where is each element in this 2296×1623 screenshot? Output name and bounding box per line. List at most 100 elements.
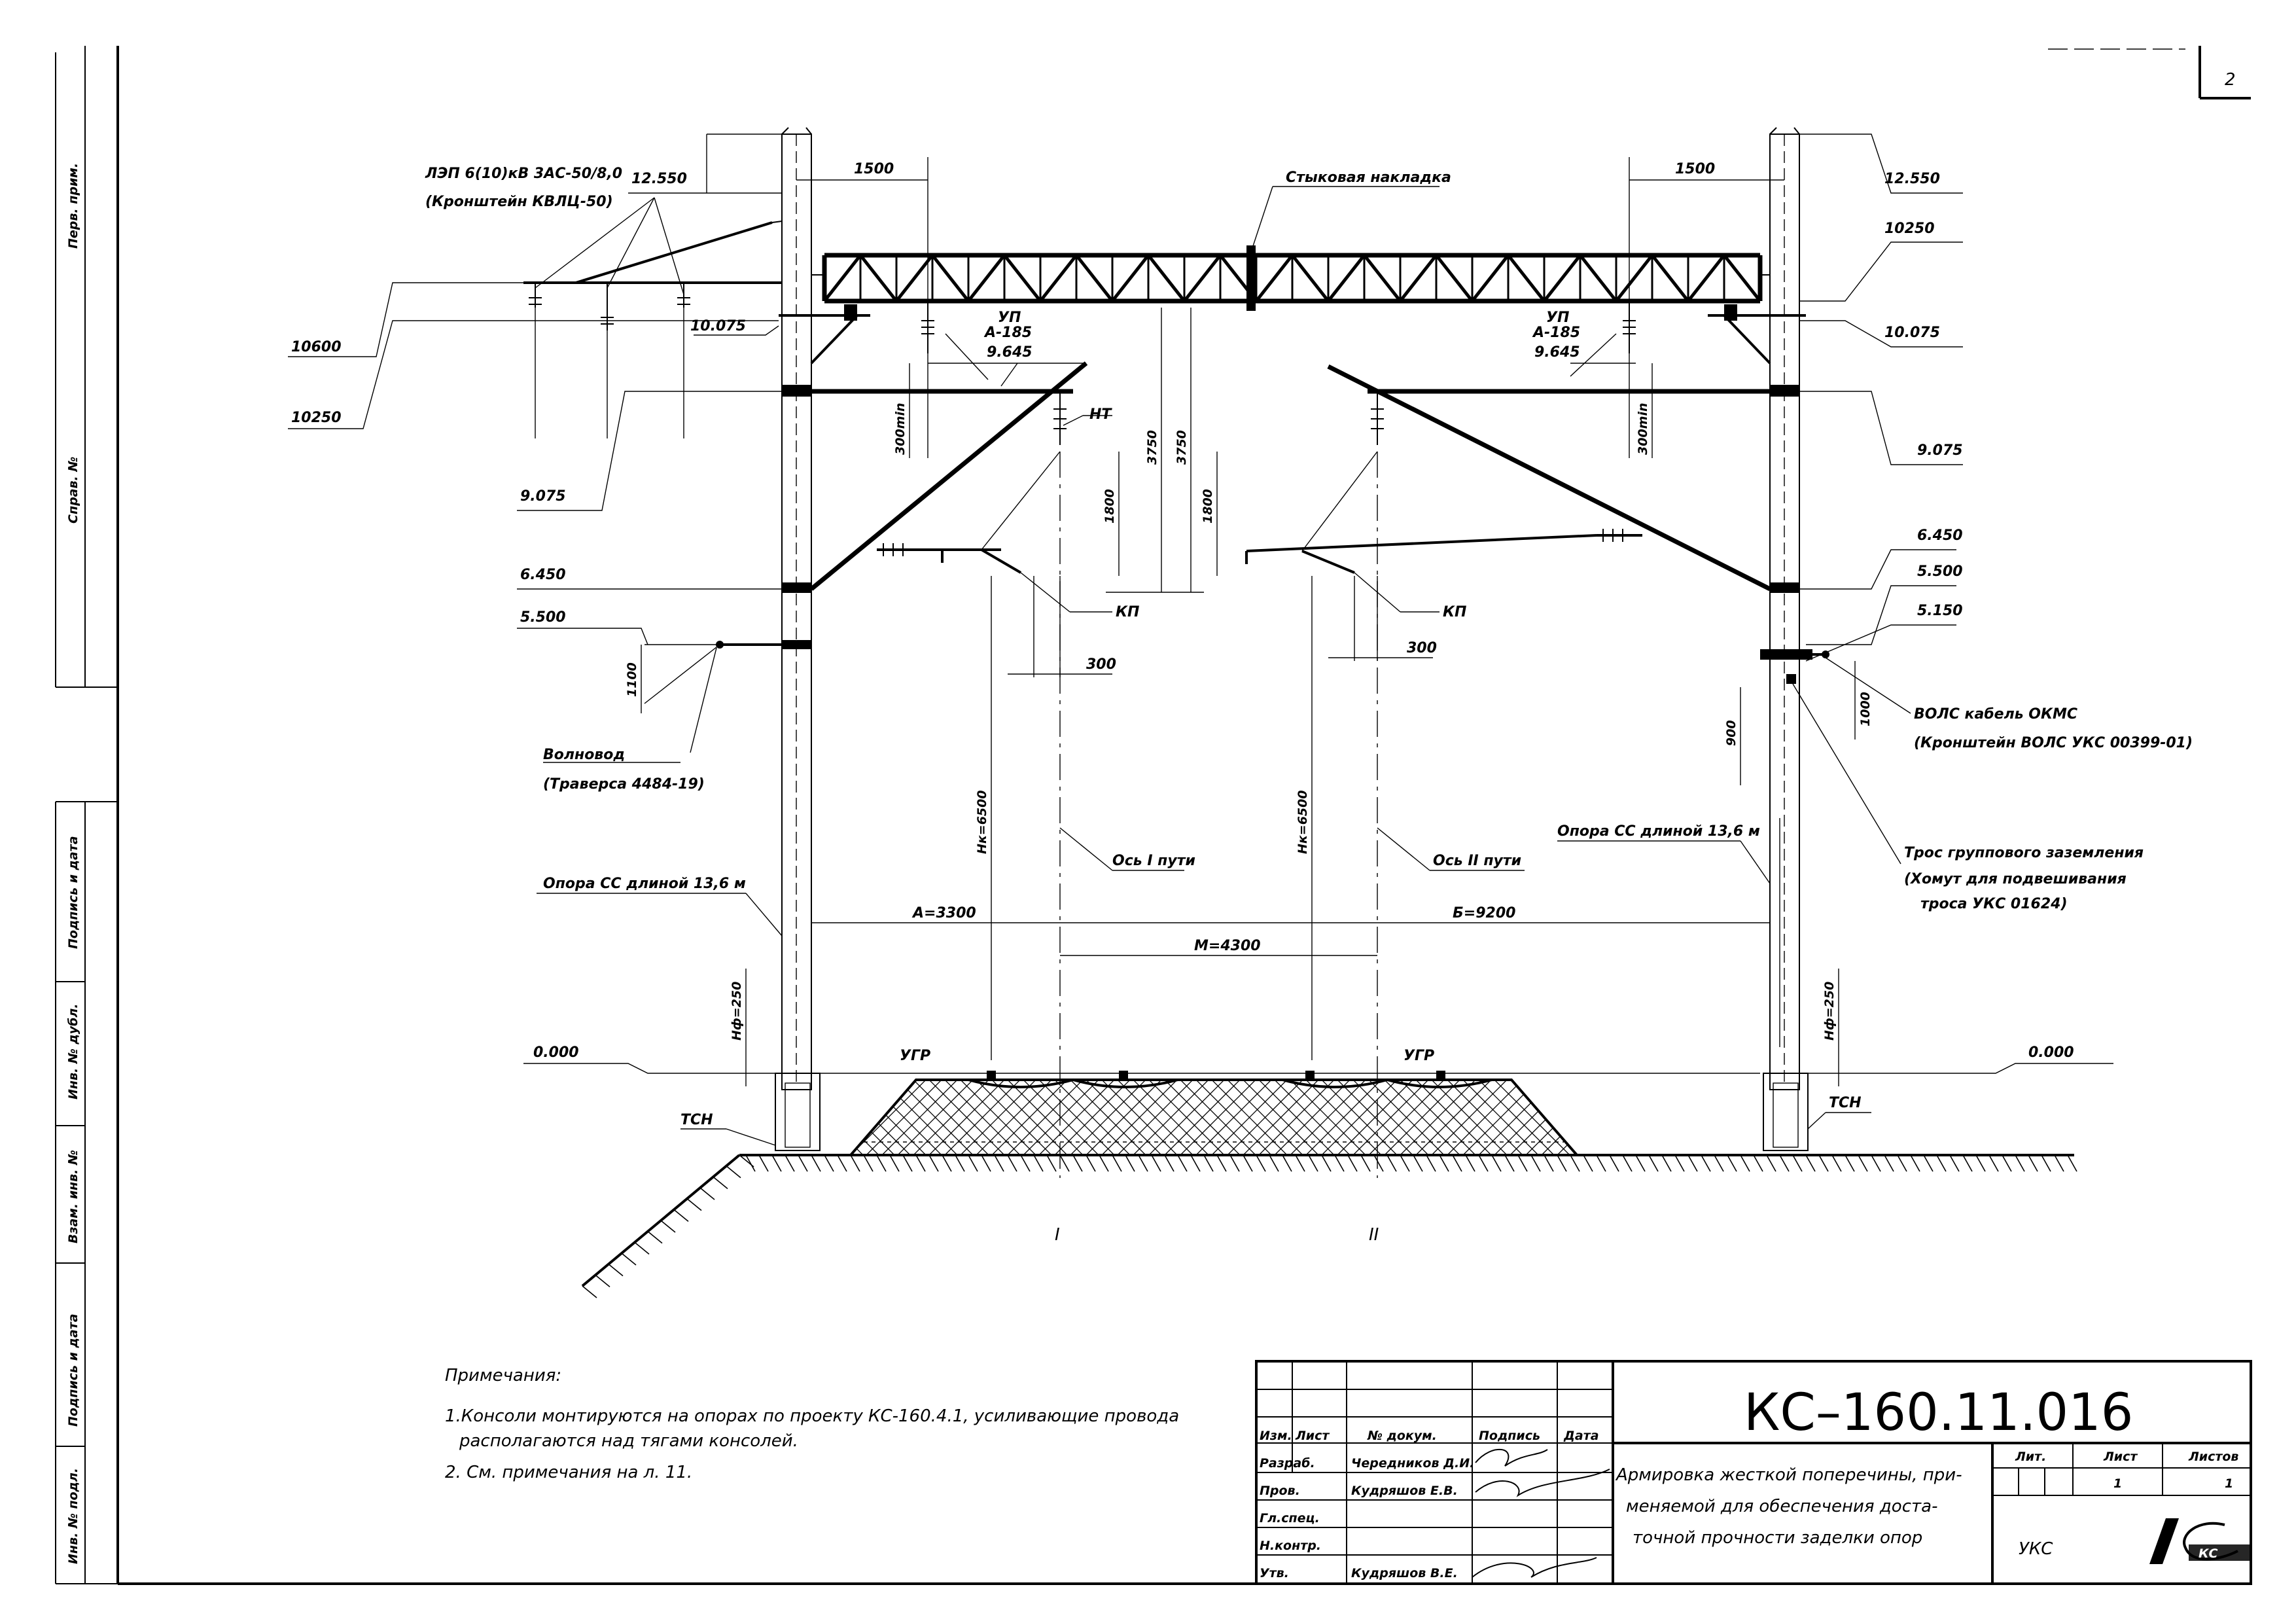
ground-hatch-line — [1020, 1154, 1031, 1172]
ballast-hatch-line — [1290, 1080, 1366, 1155]
elev-9075-right: 9.075 — [1917, 442, 1963, 459]
tb-r-nkontr: Н.контр. — [1260, 1539, 1321, 1553]
dim-hk-right: Нк=6500 — [1296, 790, 1310, 854]
label-a185-right: А-185 — [1532, 325, 1580, 341]
ballast-hatch-line — [1494, 1080, 1570, 1155]
label-joint-plate: Стыковая накладка — [1286, 169, 1451, 186]
ground-hatch-line — [1007, 1154, 1017, 1172]
label-nt: НТ — [1089, 406, 1112, 423]
ballast-hatch-line — [1431, 1080, 1508, 1155]
dim-300-right: 300 — [1407, 640, 1437, 656]
truss-diagonal — [1651, 254, 1689, 302]
label-up-right: УП — [1546, 310, 1569, 326]
slope-hatch-line — [595, 1274, 610, 1287]
ground-hatch-line — [1858, 1154, 1868, 1172]
elevation-labels: 12.550 12.550 10250 10600 10250 10.075 1… — [291, 171, 2074, 1061]
ballast-hatch-line — [1620, 1080, 1695, 1155]
truss-diagonal — [1039, 254, 1078, 302]
ground-hatch-line — [1962, 1154, 1973, 1172]
dim-300min-right: 300min — [1636, 403, 1650, 455]
ground-hatch-line — [2067, 1154, 2077, 1172]
logo-text: КС — [2199, 1546, 2218, 1561]
ballast-hatch-line — [960, 1080, 1036, 1155]
truss-diagonal — [895, 254, 934, 302]
dim-hk-left: Нк=6500 — [975, 790, 989, 854]
slope-hatch-line — [686, 1198, 702, 1211]
dim-hf-right: Нф=250 — [1822, 982, 1837, 1041]
dim-300min-left: 300min — [893, 403, 908, 455]
ground-hatch-line — [1544, 1154, 1554, 1172]
slope-hatch-line — [647, 1231, 663, 1244]
truss-diagonal — [1003, 254, 1042, 302]
label-ugr-left: УГР — [900, 1048, 930, 1064]
ground-hatch-line — [2028, 1154, 2038, 1172]
ballast-hatch-line — [1274, 1080, 1351, 1155]
truss-diagonal — [1291, 254, 1330, 302]
dim-hf-left: Нф=250 — [730, 982, 744, 1041]
ballast-hatch-line — [1305, 1080, 1382, 1155]
label-ground-rope: Трос группового заземления — [1904, 845, 2144, 861]
dim-b9200: Б=9200 — [1453, 905, 1515, 921]
label-tsn-left: ТСН — [680, 1112, 713, 1128]
ballast-hatch-line — [1572, 1080, 1577, 1155]
ground-hatch-line — [1334, 1154, 1345, 1172]
elev-9075-left: 9.075 — [520, 488, 566, 505]
ballast-hatch-line — [1462, 1080, 1539, 1155]
ground-hatch-line — [1740, 1154, 1750, 1172]
ground-hatch-line — [863, 1154, 874, 1172]
tb-r-razrab: Разраб. — [1260, 1456, 1315, 1471]
ballast-hatch-line — [1384, 1080, 1460, 1155]
notes: Примечания: 1.Консоли монтируются на опо… — [445, 1366, 1179, 1482]
slope-hatch-line — [726, 1166, 741, 1179]
ground-hatch-line — [1530, 1154, 1541, 1172]
ballast-hatch-line — [1589, 1080, 1664, 1155]
ground-hatch-line — [1400, 1154, 1410, 1172]
tb-c-sheet: Лист — [2103, 1450, 2138, 1464]
elev-0000-left: 0.000 — [533, 1044, 579, 1061]
ground-hatch-line — [1884, 1154, 1894, 1172]
dim-900: 900 — [1724, 720, 1739, 746]
label-axis-2: Ось II пути — [1433, 853, 1521, 869]
ground-hatch-line — [1125, 1154, 1135, 1172]
truss-diagonal — [1075, 254, 1114, 302]
label-axis-1: Ось I пути — [1112, 853, 1195, 869]
ballast-hatch-line — [1038, 1080, 1115, 1155]
tb-h-date: Дата — [1563, 1429, 1599, 1443]
label-tsn-right: ТСН — [1829, 1095, 1862, 1111]
ballast-hatch-line — [1447, 1080, 1523, 1155]
strip-inv-dubl: Инв. № дубл. — [66, 1004, 80, 1100]
strip-vzam-inv: Взам. инв. № — [66, 1150, 80, 1243]
ground-hatch-line — [955, 1154, 965, 1172]
truss-diagonal — [1471, 254, 1510, 302]
ground-and-ballast — [581, 1071, 2077, 1298]
ground-hatch-line — [811, 1154, 821, 1172]
pole-right — [1763, 127, 1809, 1151]
label-lep-bracket: (Кронштейн КВЛЦ-50) — [425, 194, 613, 210]
note-1-line-1: 1.Консоли монтируются на опорах по проек… — [445, 1406, 1179, 1426]
ground-hatch-line — [1465, 1154, 1475, 1172]
ground-hatch-line — [1138, 1154, 1148, 1172]
ballast-hatch-line — [1478, 1080, 1555, 1155]
label-ground-rope-2: (Хомут для подвешивания — [1904, 871, 2127, 887]
label-vols-bracket: (Кронштейн ВОЛС УКС 00399-01) — [1914, 735, 2193, 751]
ground-hatch-line — [1478, 1154, 1489, 1172]
elevation-leaders-left — [288, 134, 1086, 645]
note-1-line-2: располагаются над тягами консолей. — [459, 1431, 798, 1451]
dim-1500-left: 1500 — [854, 161, 894, 177]
truss-diagonal — [1579, 254, 1617, 302]
ground-hatch-line — [1308, 1154, 1318, 1172]
ballast-hatch-line — [1604, 1080, 1680, 1155]
truss-diagonal — [1723, 254, 1761, 302]
ground-hatch-line — [1243, 1154, 1253, 1172]
tb-desc-3: точной прочности заделки опор — [1633, 1528, 1922, 1548]
truss-diagonal — [1435, 254, 1474, 302]
tb-c-lit: Лит. — [2015, 1450, 2046, 1464]
ballast-hatch-line — [1243, 1080, 1319, 1155]
ground-hatch-line — [876, 1154, 887, 1172]
doc-code: КС–160.11.016 — [1744, 1383, 2133, 1442]
elev-5150-right: 5.150 — [1917, 603, 1963, 619]
truss-diagonal — [1363, 254, 1402, 302]
elev-10250-right: 10250 — [1884, 221, 1935, 237]
ground-hatch-line — [1046, 1154, 1057, 1172]
ballast-hatch-line — [851, 1080, 864, 1155]
